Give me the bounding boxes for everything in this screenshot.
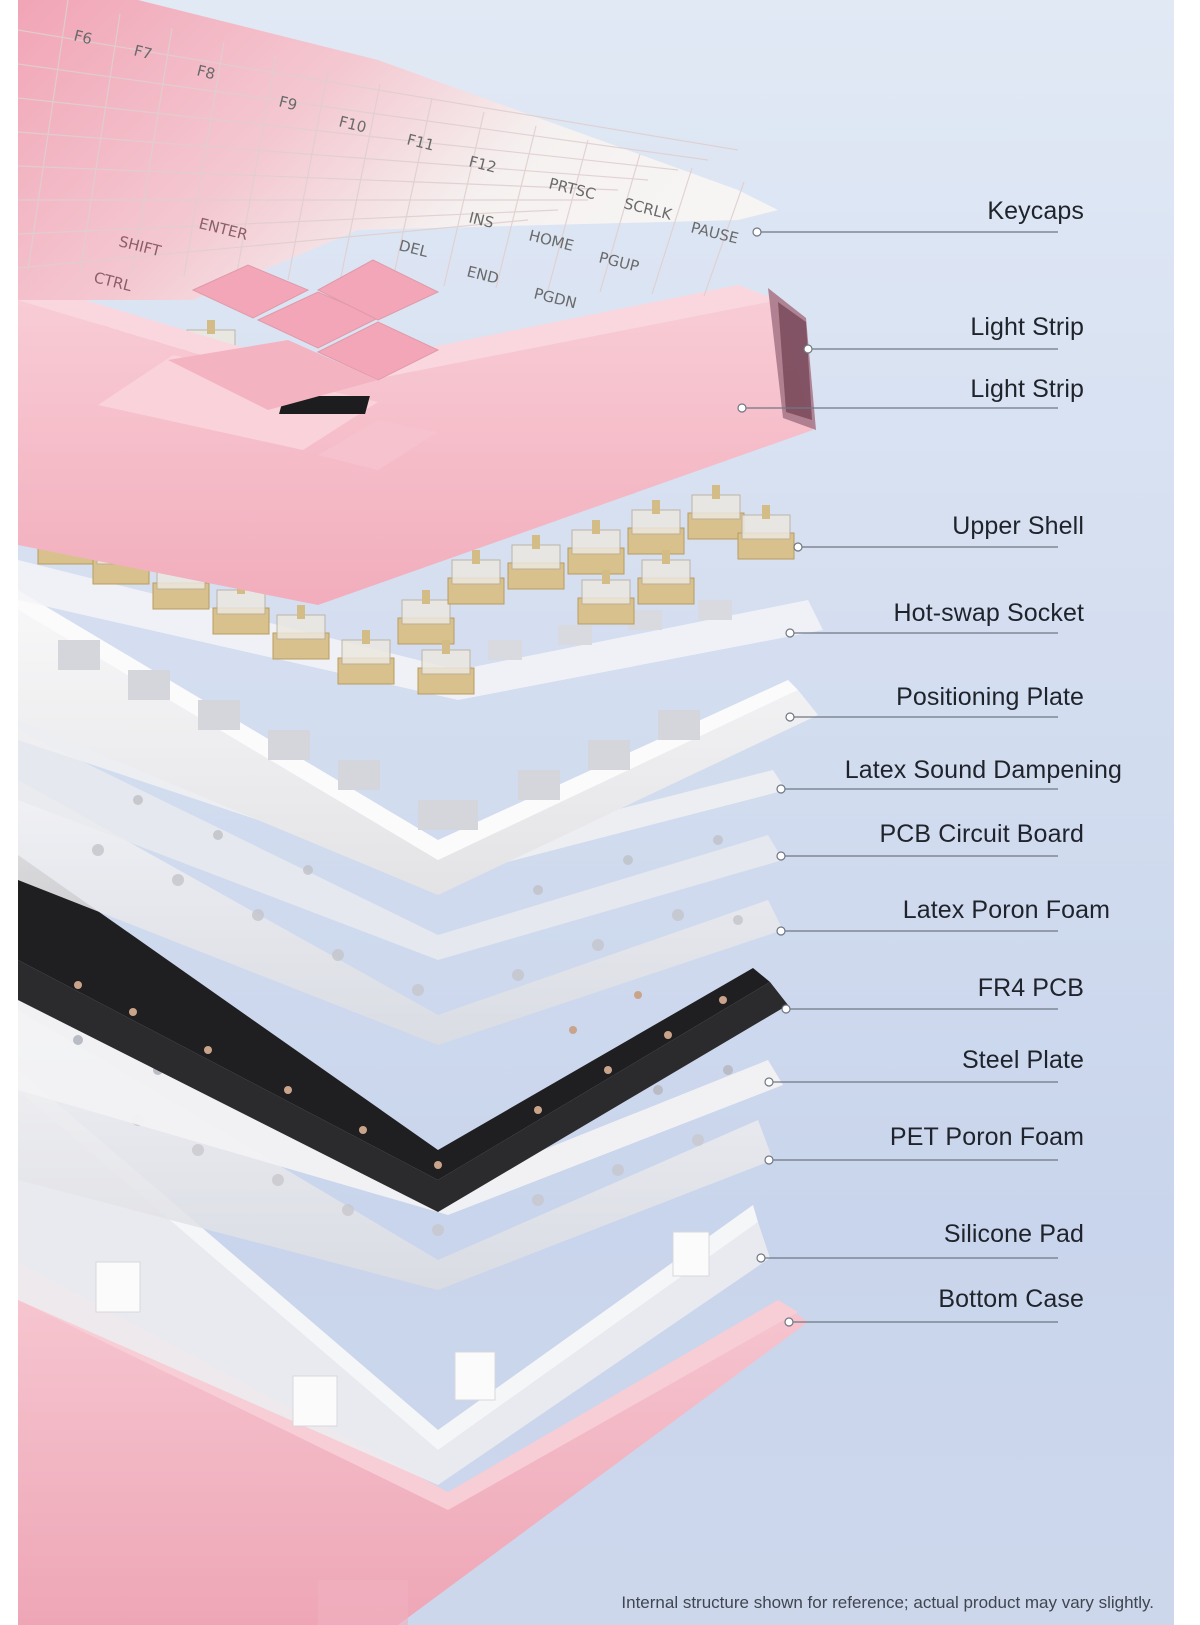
callout-label-latex-sound-dampening: Latex Sound Dampening (844, 756, 1122, 784)
key-switch (397, 590, 455, 645)
pcb-circuit-board-layer (18, 730, 783, 960)
callout-label-fr4-pcb: FR4 PCB (977, 974, 1084, 1002)
silicone-pad-layer (18, 1070, 770, 1485)
key-switch (577, 570, 635, 625)
keycap-legend: DEL (397, 236, 430, 261)
key-switch (337, 630, 395, 685)
keyboard-exploded-illustration: F6F7F8F9F10F11F12PRTSCSCRLKPAUSEINSHOMEP… (18, 0, 1058, 1625)
callout-dot-6 (776, 784, 786, 794)
key-switch (212, 580, 270, 635)
key-switch (737, 505, 795, 560)
callout-label-pet-poron-foam: PET Poron Foam (889, 1123, 1084, 1151)
callout-label-bottom-case: Bottom Case (938, 1285, 1084, 1313)
key-switch (507, 535, 565, 590)
key-switch (272, 605, 330, 660)
key-switch (417, 640, 475, 695)
callout-dot-3 (793, 542, 803, 552)
key-switch (567, 520, 625, 575)
callout-label-silicone-pad: Silicone Pad (943, 1220, 1084, 1248)
keycap-legend: PGUP (597, 248, 641, 275)
positioning-plate-layer (18, 590, 818, 895)
key-switch (687, 485, 745, 540)
keycap-legend: F8 (195, 61, 217, 83)
callout-leader-lines (737, 227, 1058, 1327)
keycap-legend: INS (467, 208, 496, 232)
callout-dot-0 (752, 227, 762, 237)
callout-dot-12 (756, 1253, 766, 1263)
callout-label-pcb-circuit-board: PCB Circuit Board (879, 820, 1084, 848)
callout-dot-4 (785, 628, 795, 638)
callout-label-latex-poron-foam: Latex Poron Foam (902, 896, 1110, 924)
callout-dot-7 (776, 851, 786, 861)
callout-dot-9 (781, 1004, 791, 1014)
callout-label-hot-swap-socket: Hot-swap Socket (893, 599, 1084, 627)
callout-dot-11 (764, 1155, 774, 1165)
key-switch (637, 550, 695, 605)
callout-dot-10 (764, 1077, 774, 1087)
latex-poron-foam-layer (18, 780, 783, 1045)
disclaimer-text: Internal structure shown for reference; … (621, 1593, 1154, 1612)
keycap-legend: END (465, 262, 501, 287)
callout-dot-1 (803, 344, 813, 354)
key-switch (447, 550, 505, 605)
callout-label-steel-plate: Steel Plate (961, 1046, 1084, 1074)
hot-swap-socket-layer (18, 560, 823, 700)
upper-shell-layer (18, 280, 816, 605)
keycap-legend: PGDN (532, 284, 579, 312)
callout-label-light-strip-2: Light Strip (970, 375, 1084, 403)
keycap-legend: F7 (132, 41, 154, 63)
keycap-legend: PAUSE (689, 218, 740, 247)
callout-label-positioning-plate: Positioning Plate (896, 683, 1084, 711)
callout-dot-2 (737, 403, 747, 413)
callout-dot-13 (784, 1317, 794, 1327)
key-switch (627, 500, 685, 555)
fr4-pcb-layer (18, 855, 788, 1212)
callout-dot-8 (776, 926, 786, 936)
keycap-legend: F6 (72, 26, 94, 48)
keycap-legend: HOME (527, 226, 576, 254)
keycap-legend: F9 (277, 92, 299, 114)
bottom-case-layer (18, 1262, 808, 1625)
callout-label-light-strip-1: Light Strip (970, 313, 1084, 341)
latex-sound-dampening-layer (18, 690, 786, 880)
callout-dot-5 (785, 712, 795, 722)
callout-label-keycaps: Keycaps (987, 197, 1084, 225)
callout-label-upper-shell: Upper Shell (952, 512, 1084, 540)
